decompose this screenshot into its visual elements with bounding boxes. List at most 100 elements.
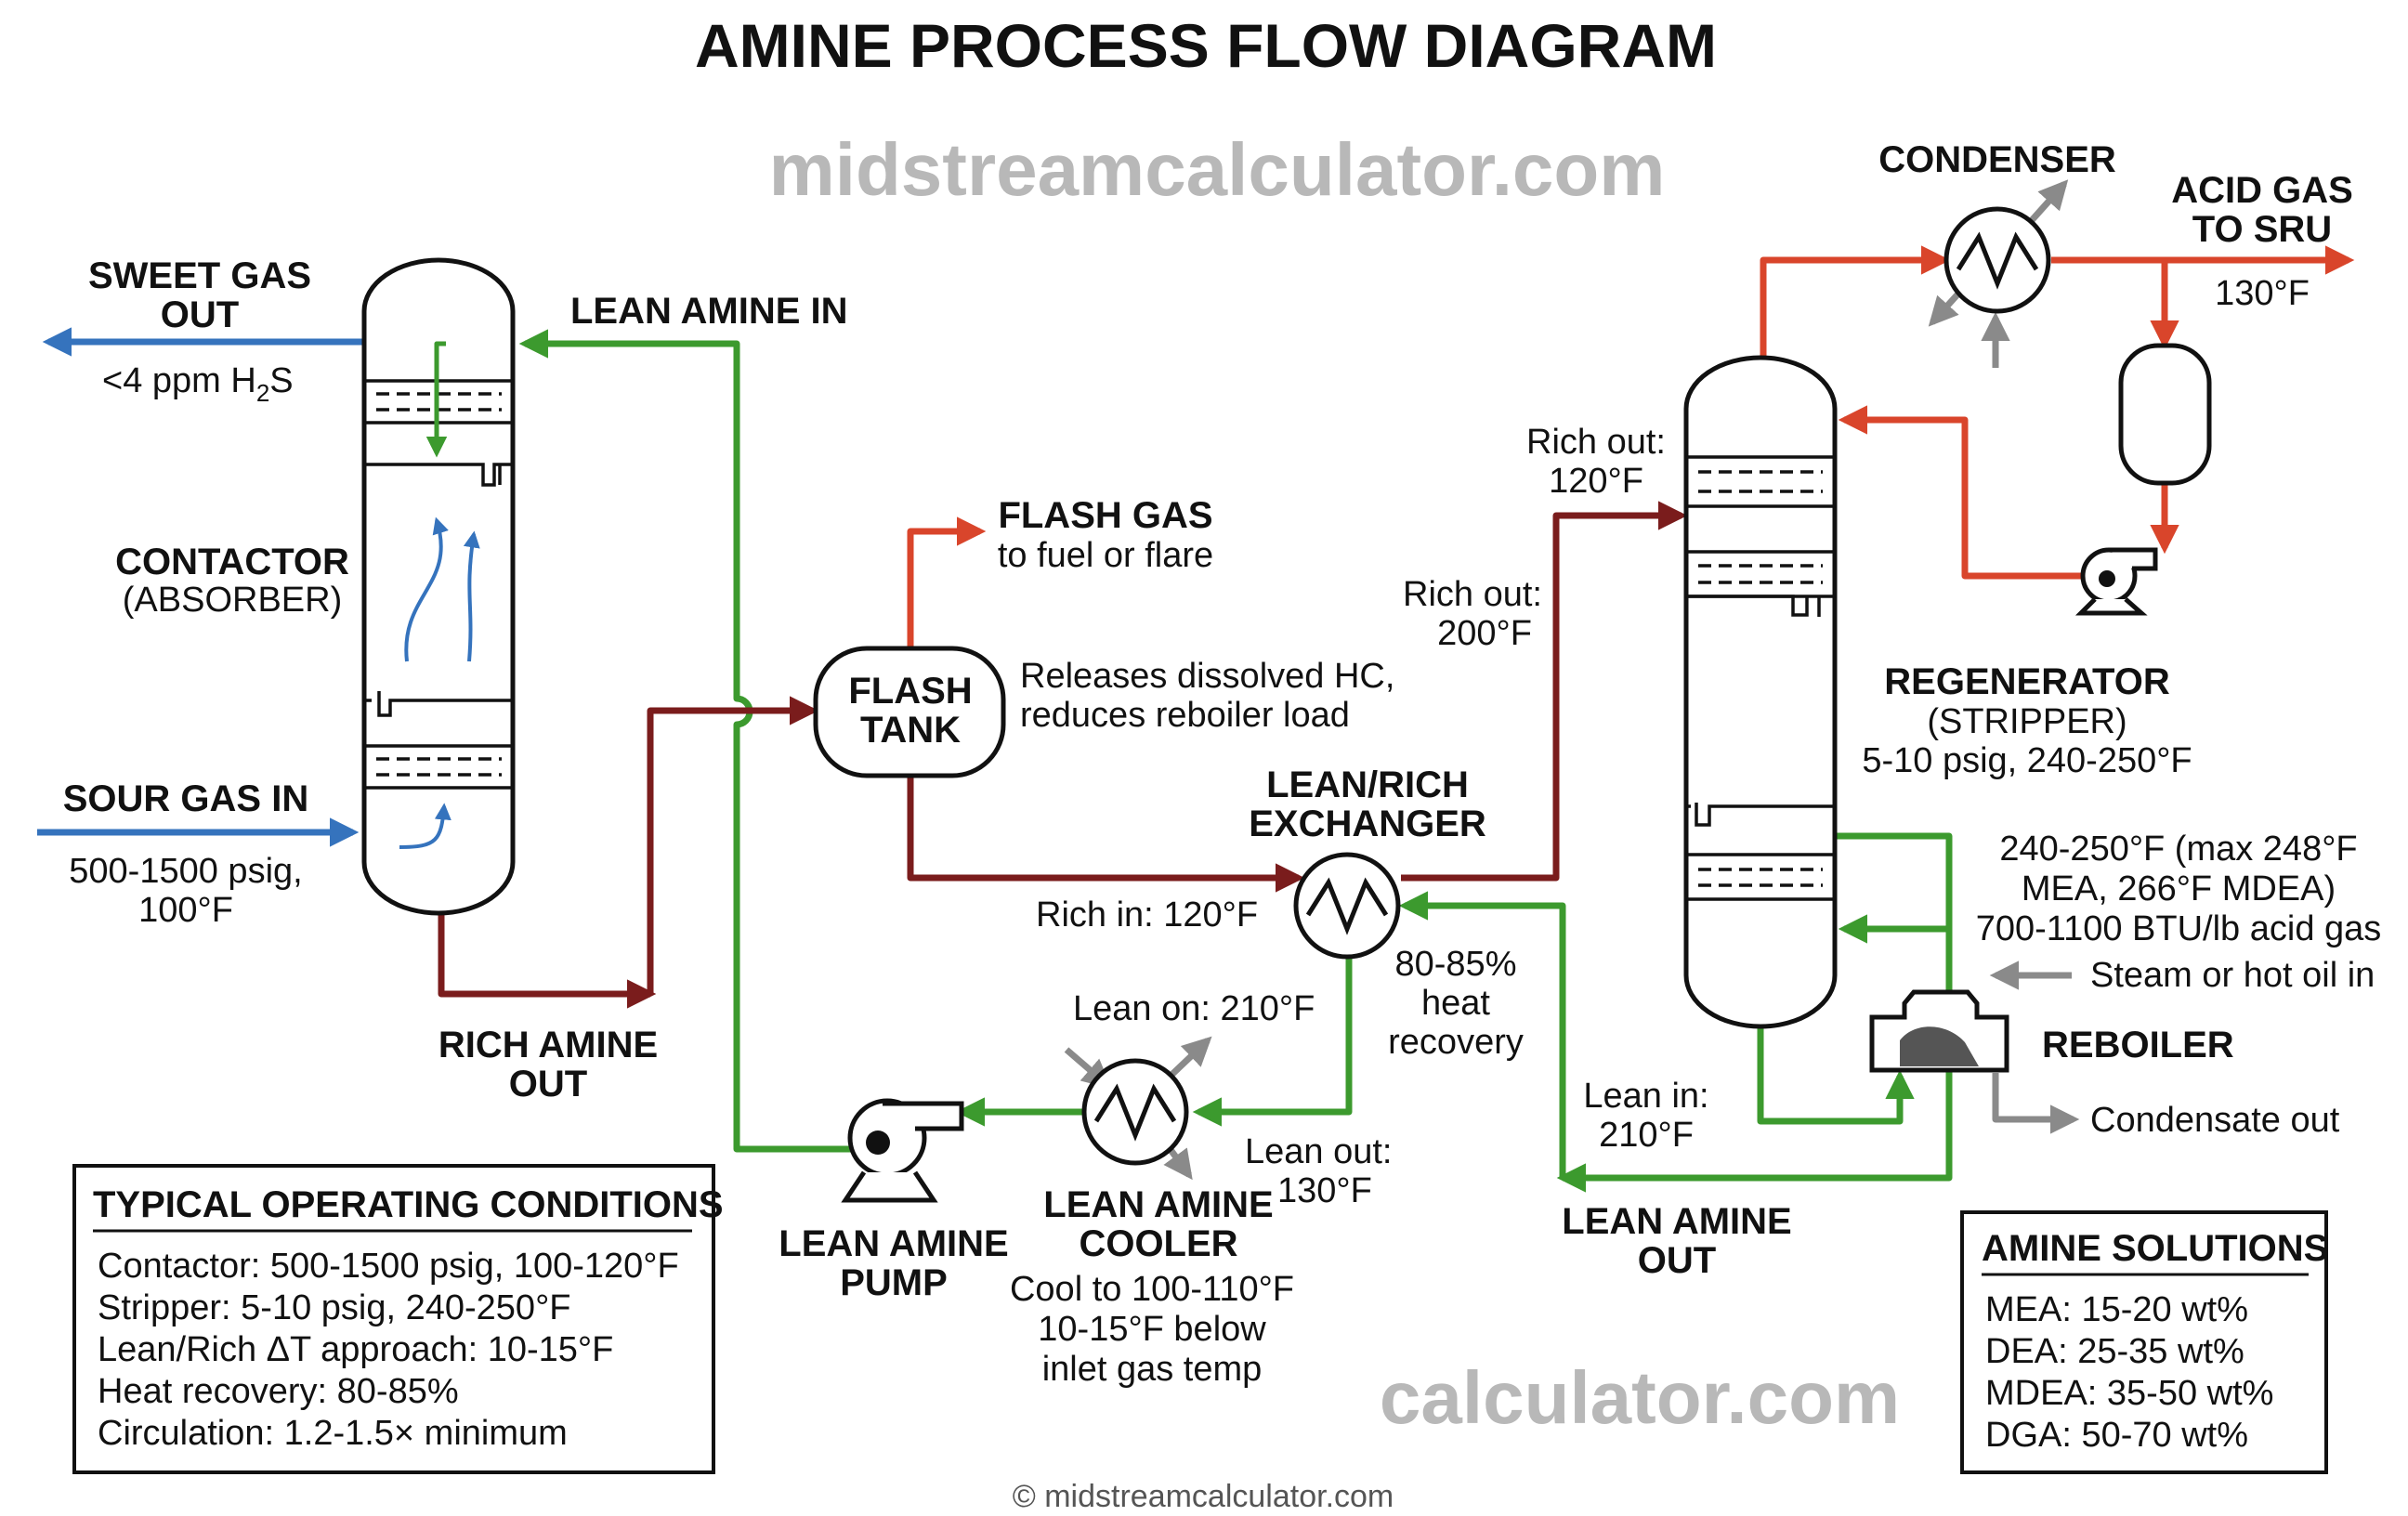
lean-on-label: Lean on: 210°F: [1073, 989, 1315, 1028]
condenser-label: CONDENSER: [1878, 139, 2116, 180]
flash-tank: FLASH TANK: [813, 646, 1006, 778]
flash-gas-label-1: FLASH GAS: [998, 495, 1212, 536]
regenerator-name-1: REGENERATOR: [1884, 661, 2170, 702]
condenser-coil-icon: [1956, 231, 2039, 290]
flash-tank-label-2: TANK: [860, 710, 961, 751]
cooler-note-2: 10-15°F below: [1038, 1310, 1266, 1349]
amine-solution-2: DEA: 25-35 wt%: [1985, 1332, 2244, 1371]
watermark-top: midstreamcalculator.com: [769, 128, 1666, 211]
regen-bottom-to-reboiler-line: [1757, 1008, 1915, 1125]
sweet-gas-label-1: SWEET GAS: [88, 255, 311, 296]
regenerator-column: [1683, 355, 1838, 1029]
rich-amine-out-line: [438, 908, 657, 1009]
condensate-out-line: [1992, 1073, 2080, 1134]
reboiler-liquid-icon: [1900, 1026, 1979, 1066]
overhead-vapor-line: [1760, 245, 1951, 367]
cooler-utility-vent-line-2: [1163, 1144, 1193, 1181]
cooler-utility-vent-line-1: [1166, 1036, 1212, 1080]
contactor-lean-downcomer: [425, 341, 448, 458]
cooler-note-1: Cool to 100-110°F: [1010, 1270, 1294, 1309]
reboiler-label: REBOILER: [2042, 1025, 2234, 1065]
exchanger-name-2: EXCHANGER: [1249, 804, 1486, 844]
lean-out-label-1: Lean out:: [1245, 1132, 1392, 1171]
lean-in-label-1: Lean in:: [1583, 1077, 1708, 1116]
lean-rich-exchanger: [1293, 852, 1401, 960]
steam-in-label: Steam or hot oil in: [2090, 956, 2375, 995]
pump-name-2: PUMP: [840, 1262, 948, 1303]
regenerator-name-3: 5-10 psig, 240-250°F: [1862, 741, 2192, 780]
operating-condition-5: Circulation: 1.2-1.5× minimum: [98, 1414, 568, 1453]
rich-amine-out-label-1: RICH AMINE: [438, 1025, 658, 1065]
regenerator-tray-pack-1: [1684, 455, 1837, 508]
flash-gas-line: [907, 516, 987, 648]
condensate-out-label: Condensate out: [2090, 1101, 2340, 1140]
contactor-gas-rise-1: [404, 516, 449, 662]
reboiler-temp-2: MEA, 266°F MDEA): [2022, 869, 2336, 908]
flash-tank-label-1: FLASH: [848, 671, 972, 712]
sweet-gas-label-2: OUT: [161, 294, 239, 335]
amine-solution-1: MEA: 15-20 wt%: [1985, 1290, 2248, 1329]
lean-amine-pump: [841, 1098, 964, 1203]
regenerator-tray-lower: [1686, 803, 1835, 827]
reflux-drum: [2118, 343, 2212, 486]
lean-return-to-exchanger-line: [1398, 891, 1566, 1178]
flash-tank-note-2: reduces reboiler load: [1020, 696, 1350, 735]
reflux-line: [1838, 405, 2088, 580]
cooler-name-2: COOLER: [1079, 1223, 1237, 1264]
lean-amine-cooler: [1081, 1058, 1189, 1166]
diagram-title: AMINE PROCESS FLOW DIAGRAM: [695, 11, 1717, 80]
sour-gas-label: SOUR GAS IN: [63, 778, 308, 819]
amine-solutions-title: AMINE SOLUTIONS: [1982, 1228, 2328, 1269]
cooler-note-3: inlet gas temp: [1042, 1350, 1263, 1389]
condenser: [1943, 206, 2051, 314]
heat-recovery-label-1: 80-85%: [1395, 945, 1517, 984]
rich-amine-out-label-2: OUT: [509, 1064, 587, 1104]
rich-out-b-1: Rich out:: [1403, 575, 1542, 614]
lean-out-label-2: 130°F: [1277, 1171, 1372, 1210]
flash-tank-note-1: Releases dissolved HC,: [1020, 657, 1394, 696]
lean-amine-in-label: LEAN AMINE IN: [570, 291, 848, 332]
reflux-pump: [2074, 547, 2158, 616]
amine-solution-4: DGA: 50-70 wt%: [1985, 1416, 2248, 1455]
regenerator-name-2: (STRIPPER): [1927, 702, 2127, 741]
regenerator-tray-upper: [1686, 595, 1821, 617]
operating-conditions-title: TYPICAL OPERATING CONDITIONS: [93, 1184, 724, 1225]
watermark-bottom: calculator.com: [1380, 1356, 1900, 1439]
contactor-gas-rise-2: [463, 530, 480, 662]
operating-condition-3: Lean/Rich ΔT approach: 10-15°F: [98, 1330, 613, 1369]
exchanger-coil-icon: [1305, 877, 1389, 935]
rich-to-regenerator-line: [1401, 501, 1688, 882]
sour-gas-spec-1: 500-1500 psig,: [69, 852, 302, 891]
rich-out-a-1: Rich out:: [1526, 423, 1666, 462]
operating-conditions-box: TYPICAL OPERATING CONDITIONS Contactor: …: [72, 1164, 724, 1474]
rich-out-b-2: 200°F: [1437, 614, 1532, 653]
operating-condition-2: Stripper: 5-10 psig, 240-250°F: [98, 1288, 570, 1327]
lean-in-label-2: 210°F: [1599, 1116, 1694, 1155]
reboiler: [1869, 989, 2009, 1073]
flash-gas-label-2: to fuel or flare: [998, 536, 1213, 575]
reboiler-temp-1: 240-250°F (max 248°F: [1999, 830, 2357, 869]
rich-out-a-2: 120°F: [1549, 462, 1643, 501]
lean-amine-out-label-1: LEAN AMINE: [1562, 1201, 1791, 1242]
regenerator-tray-pack-3: [1684, 853, 1837, 901]
exchanger-name-1: LEAN/RICH: [1266, 765, 1469, 805]
amine-solution-3: MDEA: 35-50 wt%: [1985, 1374, 2273, 1413]
heat-recovery-label-3: recovery: [1388, 1023, 1524, 1062]
sour-gas-spec-2: 100°F: [138, 891, 233, 930]
contactor-tray-mid: [364, 691, 513, 717]
heat-recovery-label-2: heat: [1421, 984, 1490, 1023]
acid-gas-temp: 130°F: [2215, 274, 2310, 313]
lean-to-cooler-line: [1192, 906, 1353, 1127]
flash-to-exchanger-line: [907, 776, 1305, 893]
acid-gas-label-1: ACID GAS: [2171, 170, 2353, 211]
operating-condition-1: Contactor: 500-1500 psig, 100-120°F: [98, 1247, 679, 1286]
contactor-name-2: (ABSORBER): [123, 581, 342, 620]
footer-copyright: © midstreamcalculator.com: [1013, 1479, 1394, 1514]
contactor-tray-top: [364, 463, 513, 487]
lean-amine-out-label-2: OUT: [1638, 1240, 1716, 1281]
pump-name-1: LEAN AMINE: [779, 1223, 1008, 1264]
contactor-tray-pack-bottom: [362, 744, 515, 790]
sweet-gas-spec: <4 ppm H2S: [102, 361, 294, 407]
contactor-gas-rise-3: [399, 803, 452, 849]
